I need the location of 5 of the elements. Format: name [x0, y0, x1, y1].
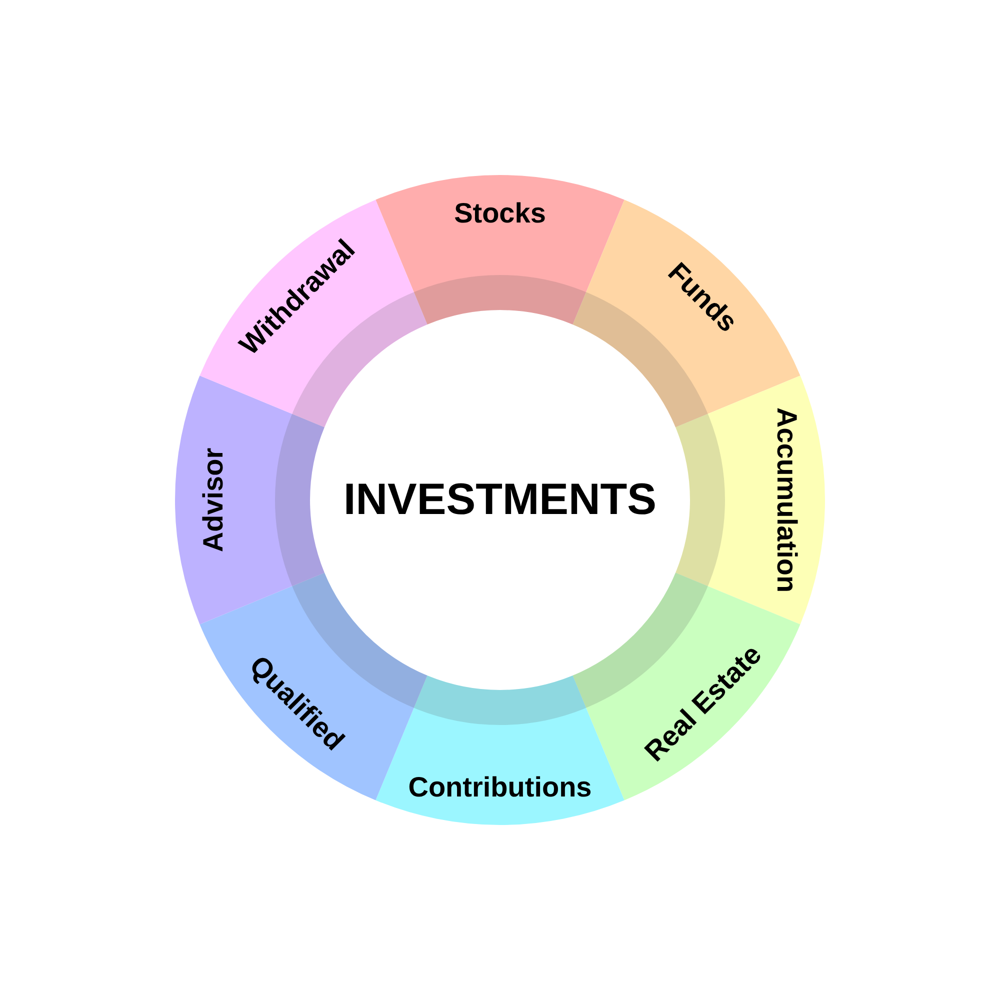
- center-title: INVESTMENTS: [344, 475, 656, 525]
- segment-label: Stocks: [454, 198, 546, 228]
- segment-label: Advisor: [198, 448, 228, 552]
- segment-label: Contributions: [408, 772, 592, 802]
- segment-label: Accumulation: [772, 407, 802, 593]
